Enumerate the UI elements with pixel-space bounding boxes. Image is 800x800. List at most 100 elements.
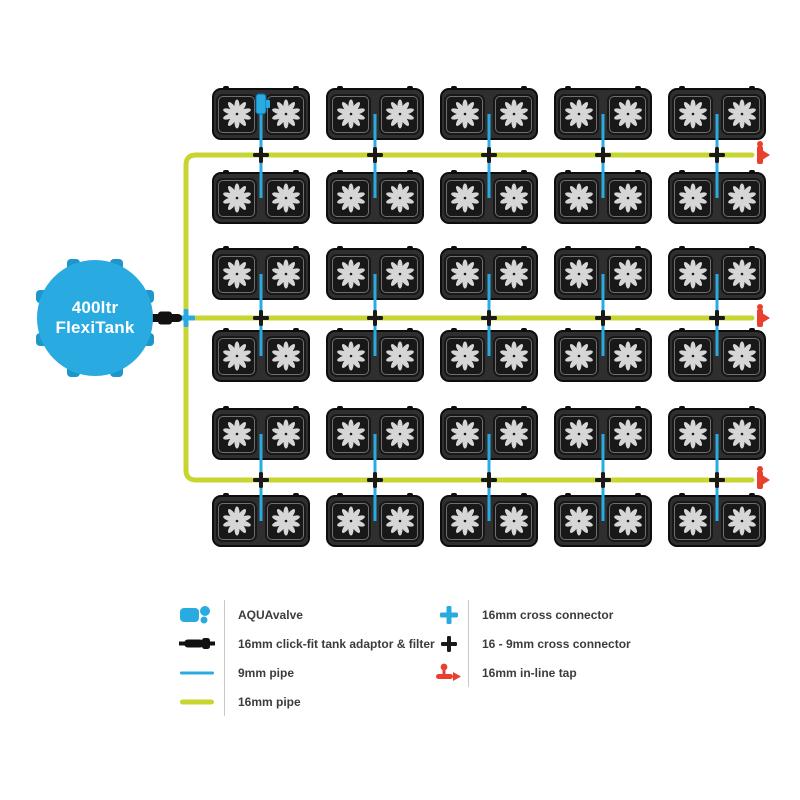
pot xyxy=(607,177,648,219)
inline-tap-icon xyxy=(430,658,468,687)
pipe-16mm-icon xyxy=(170,687,224,716)
aquavalve-icon xyxy=(170,600,224,629)
pot xyxy=(330,93,371,135)
pot xyxy=(493,413,534,455)
cross-16-9mm-connector-icon xyxy=(253,310,269,326)
pot xyxy=(379,413,420,455)
legend-right: 16mm cross connector 16 - 9mm cross conn… xyxy=(430,600,631,687)
pot xyxy=(216,413,257,455)
tank-adaptor-icon xyxy=(170,629,224,658)
cross-16-9mm-connector-icon xyxy=(481,147,497,163)
pot xyxy=(672,335,713,377)
pot xyxy=(721,93,762,135)
pot xyxy=(216,253,257,295)
pot xyxy=(330,177,371,219)
cross-16-9mm-connector-icon xyxy=(481,472,497,488)
cross-16-9mm-connector-icon xyxy=(595,472,611,488)
tray xyxy=(326,246,424,300)
pot xyxy=(265,253,306,295)
inline-tap-icon xyxy=(757,141,770,164)
pot xyxy=(265,335,306,377)
flexitank: 400ltr FlexiTank xyxy=(36,259,154,377)
pot xyxy=(721,253,762,295)
legend-label: 9mm pipe xyxy=(224,658,294,687)
legend-label: AQUAvalve xyxy=(224,600,303,629)
legend-label: 16mm click-fit tank adaptor & filter xyxy=(224,629,435,658)
pot xyxy=(444,413,485,455)
pot xyxy=(493,335,534,377)
pot xyxy=(379,500,420,542)
pot xyxy=(444,93,485,135)
pot xyxy=(558,413,599,455)
pot xyxy=(330,335,371,377)
cross-16-9mm-connector-icon xyxy=(595,310,611,326)
legend-item-16mm-cross: 16mm cross connector xyxy=(430,600,631,629)
legend-item-9mm-pipe: 9mm pipe xyxy=(170,658,435,687)
tray xyxy=(554,246,652,300)
pot xyxy=(607,335,648,377)
cross-16-9mm-connector-icon xyxy=(709,310,725,326)
pot xyxy=(444,335,485,377)
pot xyxy=(672,93,713,135)
legend-label: 16 - 9mm cross connector xyxy=(468,629,631,658)
cross-16-9mm-connector-icon xyxy=(709,472,725,488)
cross-16-9mm-connector-icon xyxy=(709,147,725,163)
tray xyxy=(212,170,310,224)
pot xyxy=(607,500,648,542)
cross-16-9mm-connector-icon xyxy=(253,472,269,488)
legend-label: 16mm in-line tap xyxy=(468,658,577,687)
pot xyxy=(216,335,257,377)
pot xyxy=(558,177,599,219)
pot xyxy=(493,253,534,295)
tray xyxy=(668,170,766,224)
pot xyxy=(265,413,306,455)
cross-16mm-icon xyxy=(430,600,468,629)
tank-label-volume: 400ltr xyxy=(71,297,119,317)
pot xyxy=(216,500,257,542)
pot xyxy=(721,177,762,219)
legend-item-inline-tap: 16mm in-line tap xyxy=(430,658,631,687)
pot xyxy=(444,253,485,295)
tray xyxy=(554,86,652,140)
pot xyxy=(265,500,306,542)
pot xyxy=(330,500,371,542)
cross-16-9mm-connector-icon xyxy=(367,472,383,488)
pot xyxy=(330,413,371,455)
pipe-9mm-icon xyxy=(170,658,224,687)
pot xyxy=(672,177,713,219)
pot xyxy=(672,413,713,455)
pot xyxy=(607,253,648,295)
cross-16-9mm-icon xyxy=(430,629,468,658)
cross-16-9mm-connector-icon xyxy=(367,147,383,163)
pot xyxy=(493,177,534,219)
pot xyxy=(265,177,306,219)
pot xyxy=(558,253,599,295)
cross-16-9mm-connector-icon xyxy=(595,147,611,163)
pot xyxy=(265,93,306,135)
tray xyxy=(326,493,424,547)
legend-item-16mm-pipe: 16mm pipe xyxy=(170,687,435,716)
legend-left: AQUAvalve 16mm click-fit tank adaptor & … xyxy=(170,600,435,716)
pot xyxy=(216,177,257,219)
pot xyxy=(379,253,420,295)
pot xyxy=(444,500,485,542)
tray xyxy=(326,170,424,224)
pot xyxy=(493,93,534,135)
legend-label: 16mm cross connector xyxy=(468,600,613,629)
pot xyxy=(330,253,371,295)
pot xyxy=(558,93,599,135)
legend-item-16-9mm-cross: 16 - 9mm cross connector xyxy=(430,629,631,658)
tank-body: 400ltr FlexiTank xyxy=(37,260,153,376)
tank-adaptor-icon xyxy=(148,311,182,325)
pot xyxy=(379,335,420,377)
pot xyxy=(721,335,762,377)
aquavalve-icon xyxy=(255,93,270,115)
pot xyxy=(607,93,648,135)
cross-16-9mm-connector-icon xyxy=(253,147,269,163)
pot xyxy=(672,500,713,542)
inline-tap-icon xyxy=(757,304,770,327)
pot xyxy=(493,500,534,542)
pot xyxy=(444,177,485,219)
pot xyxy=(379,177,420,219)
